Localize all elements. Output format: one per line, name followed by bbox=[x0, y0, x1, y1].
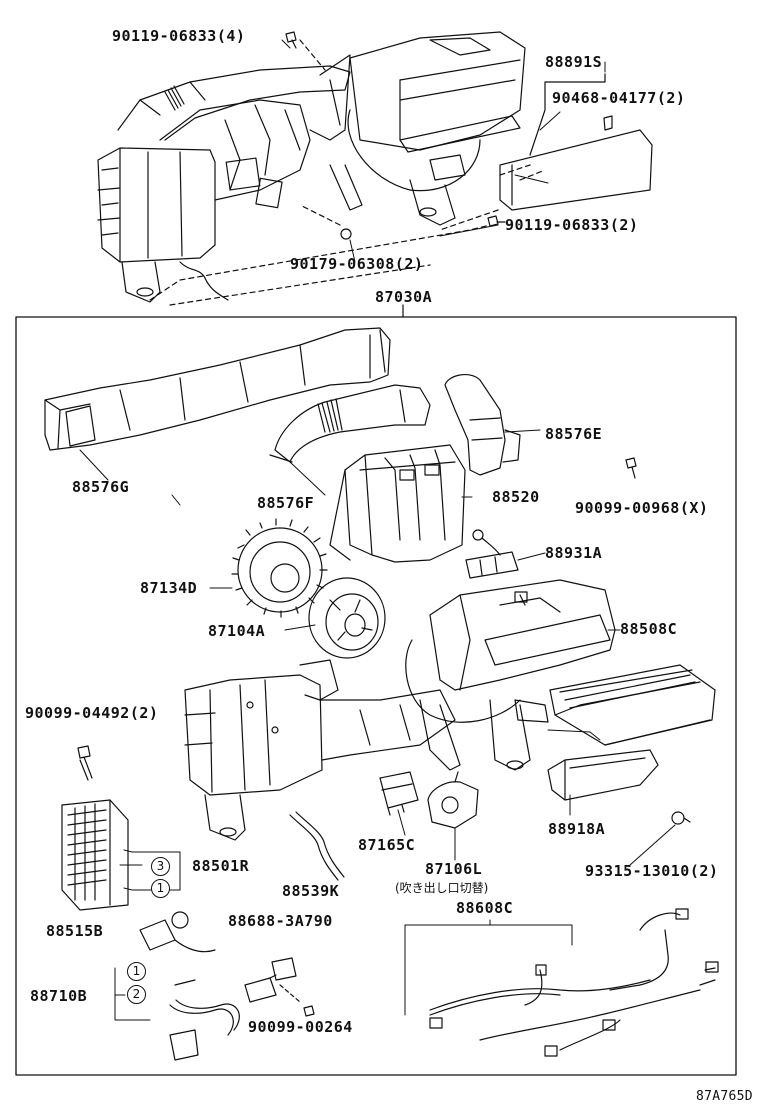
marker-circle-1b: 1 bbox=[127, 962, 146, 981]
main-hvac-body bbox=[184, 579, 616, 841]
label-87134d: 87134D bbox=[140, 579, 198, 597]
label-88515b: 88515B bbox=[46, 922, 104, 940]
marker-circle-1a: 1 bbox=[151, 879, 170, 898]
hose-88539k-outline bbox=[295, 811, 345, 878]
bracket-88608c bbox=[404, 919, 573, 1016]
label-88608c: 88608C bbox=[456, 899, 514, 917]
label-87165c: 87165C bbox=[358, 836, 416, 854]
bracket-88710b bbox=[114, 967, 151, 1021]
clip-93315 bbox=[671, 811, 691, 825]
marker-circle-2: 2 bbox=[127, 985, 146, 1004]
top-hvac-assembly bbox=[97, 31, 546, 306]
label-90119-06833-2: 90119-06833(2) bbox=[505, 216, 639, 234]
relay-88688 bbox=[244, 957, 297, 1003]
label-88508c: 88508C bbox=[620, 620, 678, 638]
leader-lines-right bbox=[281, 39, 606, 263]
label-88918a: 88918A bbox=[548, 820, 606, 838]
sensor-88931a bbox=[465, 529, 519, 579]
label-90468-04177: 90468-04177(2) bbox=[552, 89, 686, 107]
evaporator-88501r bbox=[61, 799, 129, 911]
label-93315-13010: 93315-13010(2) bbox=[585, 862, 719, 880]
illustration-id: 87A765D bbox=[696, 1089, 753, 1104]
duct-88576f bbox=[269, 384, 431, 463]
label-90099-00264: 90099-00264 bbox=[248, 1018, 353, 1036]
bolt-top bbox=[285, 31, 297, 49]
harness-88608c bbox=[429, 908, 719, 1057]
label-88931a: 88931A bbox=[545, 544, 603, 562]
resistor-87165c bbox=[379, 771, 419, 816]
label-88501r: 88501R bbox=[192, 857, 250, 875]
screw-90099-00264 bbox=[279, 984, 315, 1017]
hose-88539k bbox=[289, 814, 339, 881]
label-90099-04492: 90099-04492(2) bbox=[25, 704, 159, 722]
part-88515b bbox=[139, 911, 216, 953]
label-87106l-note: (吹き出し口切替) bbox=[395, 881, 489, 895]
label-88710b: 88710B bbox=[30, 987, 88, 1005]
label-88576f: 88576F bbox=[257, 494, 315, 512]
case-88520 bbox=[329, 444, 466, 563]
label-88539k: 88539K bbox=[282, 882, 340, 900]
fan-87134d bbox=[231, 518, 328, 618]
leader-88891s-bracket bbox=[529, 73, 606, 156]
label-88891s: 88891S bbox=[545, 53, 603, 71]
filter-cover-88891s bbox=[499, 129, 653, 211]
label-88576g: 88576G bbox=[72, 478, 130, 496]
label-90119-06833-4: 90119-06833(4) bbox=[112, 27, 246, 45]
leader-lines-mid bbox=[79, 429, 676, 866]
duct-88918a bbox=[547, 749, 659, 801]
filter-88508c bbox=[549, 664, 716, 746]
label-90099-00968: 90099-00968(X) bbox=[575, 499, 709, 517]
duct-88576g bbox=[44, 327, 391, 451]
screw-90099-00968 bbox=[625, 457, 637, 479]
clip-90468 bbox=[603, 115, 613, 131]
label-90179-06308: 90179-06308(2) bbox=[290, 255, 424, 273]
label-88576e: 88576E bbox=[545, 425, 603, 443]
motor-87104a bbox=[308, 577, 386, 659]
label-88520: 88520 bbox=[492, 488, 540, 506]
screw-90099-04492 bbox=[77, 745, 93, 781]
nut-90179 bbox=[340, 228, 352, 240]
duct-88576e bbox=[444, 373, 521, 476]
label-87030a: 87030A bbox=[375, 288, 433, 306]
assembly-frame-87030a bbox=[15, 316, 737, 1076]
label-87104a: 87104A bbox=[208, 622, 266, 640]
label-87106l: 87106L bbox=[425, 860, 483, 878]
label-88688-3a790: 88688-3A790 bbox=[228, 912, 333, 930]
marker-circle-3: 3 bbox=[151, 857, 170, 876]
servo-87106l bbox=[427, 771, 479, 829]
part-88710b bbox=[169, 979, 240, 1061]
bolt-right bbox=[487, 215, 506, 227]
